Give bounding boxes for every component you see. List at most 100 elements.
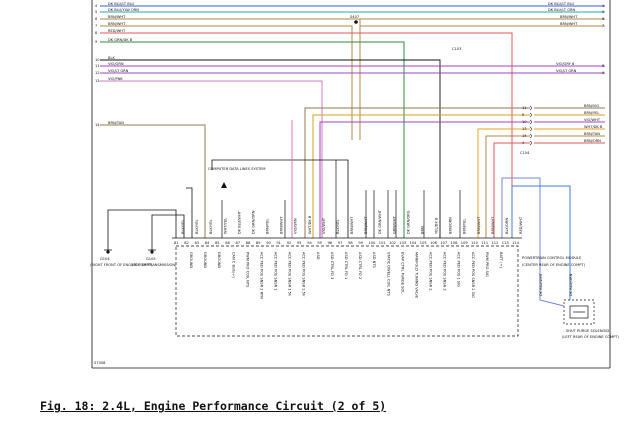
pcm-pin-number: 89 xyxy=(256,241,261,245)
pcm-pin-number: 94 xyxy=(307,241,312,245)
c104-pin-num: 13 xyxy=(522,127,527,131)
pcm-pin-number: 92 xyxy=(287,241,292,245)
pcm-pin-wire-label: DK GRN/ORG xyxy=(406,210,410,234)
pcm-pin-number: 110 xyxy=(471,241,479,245)
pcm-function-label: GROUND xyxy=(203,252,207,268)
pcm-function-label: GROUND xyxy=(189,252,193,268)
pcm-pin-number: 103 xyxy=(399,241,406,245)
pcm-function-label: ASD NTS xyxy=(372,252,376,269)
right-wire-num: 9 xyxy=(602,71,605,75)
wire-c104-wht-dkb xyxy=(477,128,530,238)
pcm-pin-wire-label: YEL/DK B xyxy=(435,217,439,234)
pcm-pin-wire-label: BRN/YEL xyxy=(266,219,270,234)
splice-s407 xyxy=(354,20,358,24)
ground-g104-location: (RIGHT FRONT OF ENGINE COMPT) xyxy=(90,263,153,267)
pcm-function-label: EVAP CTRL PURGE SOL xyxy=(400,252,404,293)
wire-c104-brn-orn xyxy=(493,142,530,238)
ground-g105-name: G105 xyxy=(146,257,156,261)
pcm-pin-wire-label: RED/WHT xyxy=(519,216,523,234)
solenoid-name: SHUT PURGE SOLENOID xyxy=(566,329,609,333)
pcm-pin-number: 81 xyxy=(174,241,179,245)
pcm-pin-wire-label: BLK/YEL xyxy=(209,219,213,234)
pcm-function-label: ASD xyxy=(316,252,320,260)
left-wire-num: 9 xyxy=(95,40,98,44)
pcm-pin-wire-label: BRN/YEL xyxy=(463,219,467,234)
c104-pin-num: 5 xyxy=(522,113,524,117)
connector-c104: C104 xyxy=(520,105,605,155)
right-wire-label: BRN/WHT xyxy=(560,22,578,26)
left-wire-label: RED/WHT xyxy=(108,29,126,33)
right-wire-label: VIO/LT GRN xyxy=(556,69,577,73)
pcm-pin-number: 84 xyxy=(205,241,210,245)
pcm-pin-number: 96 xyxy=(328,241,333,245)
wire-c104-brn-yel xyxy=(312,114,530,238)
pcm-pin-number: 107 xyxy=(440,241,447,245)
wire-c104-brn-vio xyxy=(304,107,530,238)
data-lines-arrow-icon xyxy=(221,182,227,188)
pcm-pin-number: 109 xyxy=(461,241,469,245)
wire-brn-tan xyxy=(100,124,206,238)
pcm-pin-wire-label: VIO/GRN xyxy=(294,218,298,234)
pcm-pin-wire-label: BRN/WHT xyxy=(364,216,368,234)
wire-red-wht xyxy=(100,32,513,238)
pcm-function-label: ASD CTRL FD 3 xyxy=(330,252,334,279)
pcm-function-label: ASD CTRL FD 2 xyxy=(358,252,362,279)
pcm-function-label: ASD CTRL FD 1 xyxy=(344,252,348,279)
pcm-pin-number: 85 xyxy=(215,241,220,245)
pcm-pin-number: 111 xyxy=(481,241,488,245)
c104-pin-label: BRN/YEL xyxy=(584,111,599,115)
pcm-pin-wire-label: GRN/WHT xyxy=(392,216,396,234)
solenoid-location: (LEFT REAR OF ENGINE COMPT) xyxy=(562,335,620,339)
left-wire-num: 4 xyxy=(95,4,98,8)
doc-id: S7008 xyxy=(94,361,106,365)
left-wire-label: BLK xyxy=(108,56,115,60)
pcm-function-label: MANIFOLD TUNING VALVE xyxy=(415,252,419,299)
pcm-pin-number: 100 xyxy=(369,241,377,245)
left-wire-num: 13 xyxy=(95,79,100,83)
pcm-pin-wire-label: BRN/WHT xyxy=(491,216,495,234)
solenoid-wire-label: DK BLU/WHT xyxy=(539,272,543,296)
left-wire-label: DK BLU/LT BLU xyxy=(108,2,135,6)
solenoid-wire-label: DK BLU/GRN xyxy=(569,273,573,296)
connector-c104-labels: 11 BRN/VIO 5 BRN/YEL 10 VIO/WHT 13 WHT/D… xyxy=(522,104,603,145)
pcm-function-label: CAN C BUS(+) xyxy=(231,252,235,278)
pcm-title: POWERTRAIN CONTROL MODULE xyxy=(522,256,582,260)
pcm-pin-number: 93 xyxy=(297,241,302,245)
wire-brn-wht-2 xyxy=(100,25,353,140)
wire-solenoid-join xyxy=(539,299,565,307)
left-wire-label: BRN/TAN xyxy=(108,121,124,125)
pcm-pin-number: 99 xyxy=(358,241,363,245)
wire-solenoid-dk-blu-grn xyxy=(511,185,571,300)
pcm-function-label: BATT (+) xyxy=(499,252,503,269)
ground-wire-g105 xyxy=(151,214,185,250)
left-wire-num: 11 xyxy=(95,64,100,68)
pcm-pin-wire-label: BLK/YEL xyxy=(181,219,185,234)
pcm-pin-wire-label: BRN xyxy=(420,226,424,234)
left-wire-num: 5 xyxy=(95,10,97,14)
c104-pin-num: 14 xyxy=(522,134,527,138)
pcm-pin-number: 88 xyxy=(246,241,251,245)
left-wire-num: 8 xyxy=(95,31,98,35)
right-wire-num: 5 xyxy=(602,10,604,14)
right-wire-label: DK BLU/LT BLU xyxy=(548,2,575,6)
left-wire-num: 10 xyxy=(95,58,100,62)
pcm-pin-number: 114 xyxy=(512,241,520,245)
left-wire-label: BRN/WHT xyxy=(108,15,126,19)
pcm-pin-number: 82 xyxy=(184,241,189,245)
left-wire-label: DK BLU/YLW ORN xyxy=(108,8,139,12)
pcm-function-label: ACC PED POS SNSR 1 5V xyxy=(288,252,292,297)
pcm-box xyxy=(175,245,519,337)
pcm-pin-number: 83 xyxy=(195,241,200,245)
ground-g105-location: (TOP OF TRANSMISSION) xyxy=(132,263,177,267)
c104-pin-label: BRN/VIO xyxy=(584,104,599,108)
pcm-pin-number: 102 xyxy=(389,241,396,245)
wire-dk-grn-red xyxy=(100,41,405,238)
left-wire-label: BRN/WHT xyxy=(108,22,126,26)
pcm-pin-number: 86 xyxy=(225,241,230,245)
pcm-location: (CENTER REAR OF ENGINE COMPT) xyxy=(522,263,586,267)
wire-c104-vio-wht xyxy=(319,121,530,238)
right-wire-label: DK BLU/LT GRN xyxy=(548,8,576,12)
right-wire-num: 4 xyxy=(602,4,605,8)
right-wire-label: BRN/WHT xyxy=(560,15,578,19)
